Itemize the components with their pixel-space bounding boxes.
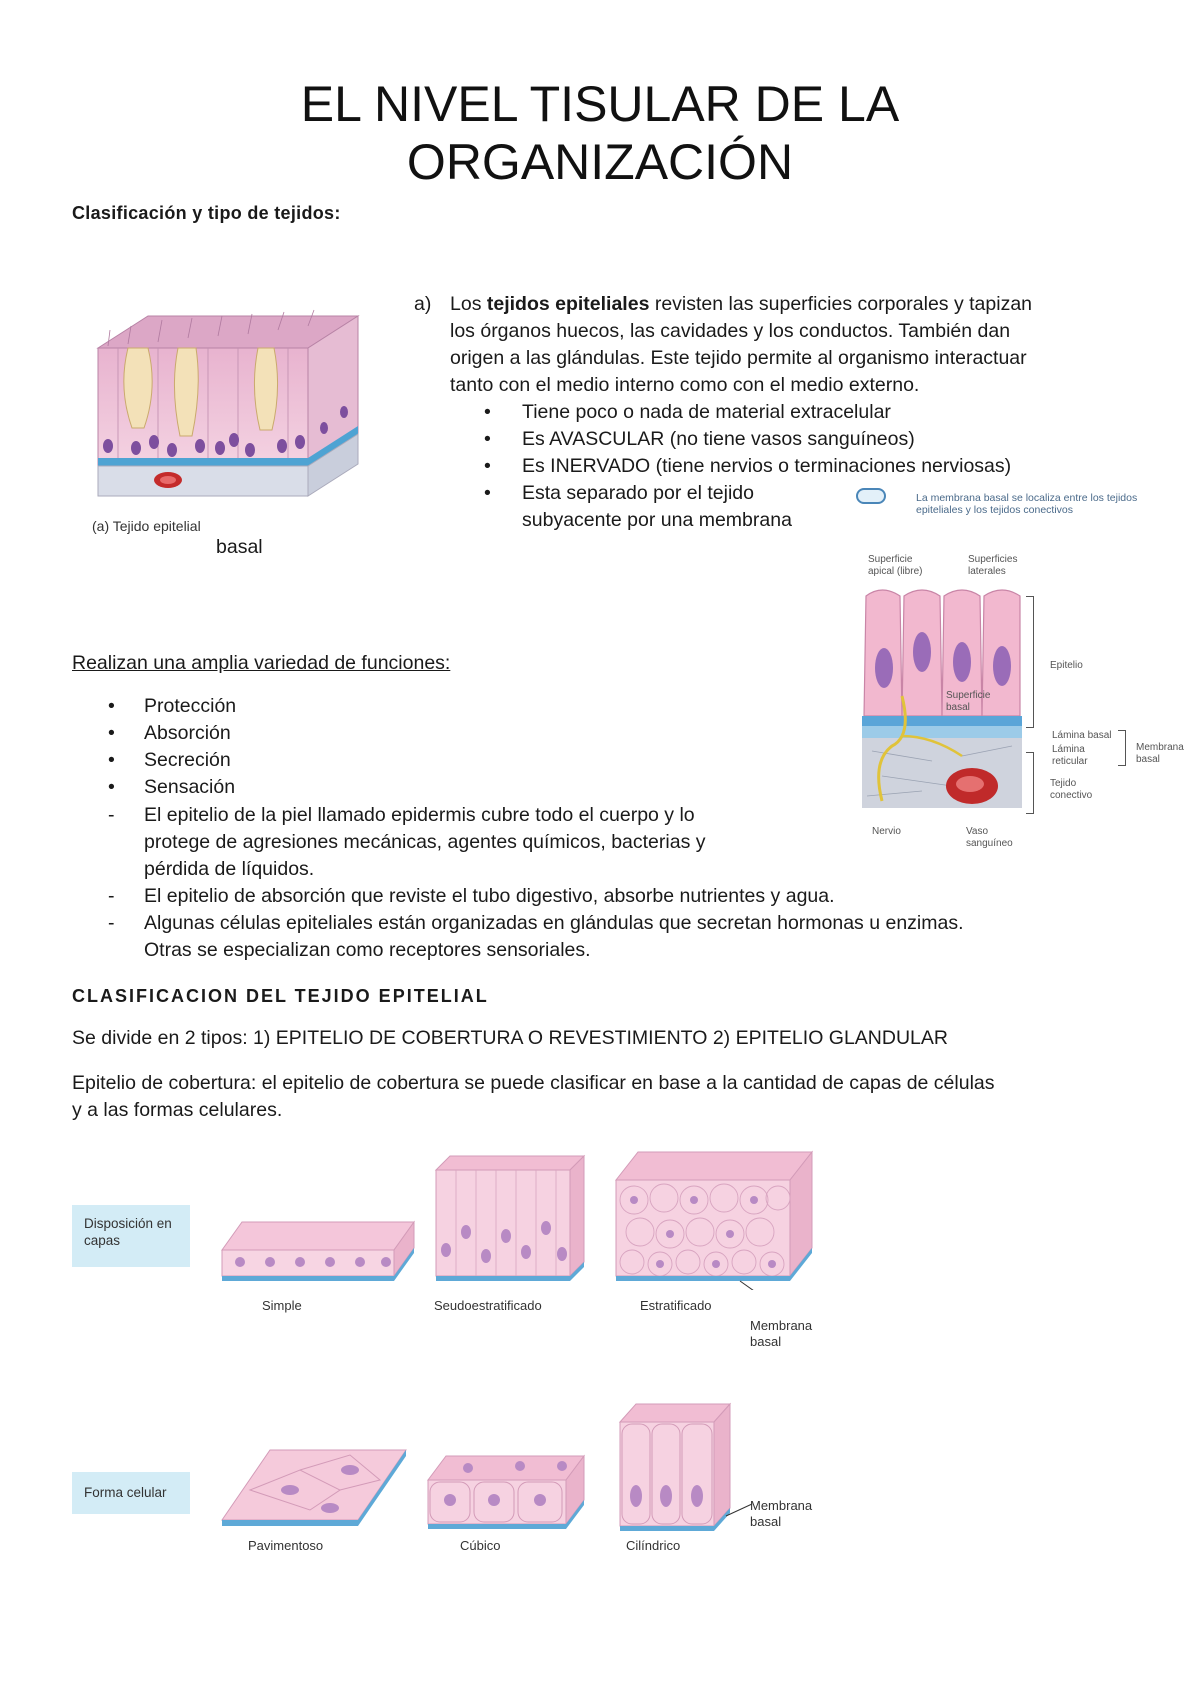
section-heading-epithelial-classification: CLASIFICACION DEL TEJIDO EPITELIAL [72,986,489,1006]
section-heading-classification: Clasificación y tipo de tejidos: [72,203,341,223]
bracket-epitelio [1026,596,1034,728]
para-a-line-3: origen a las glándulas. Este tejido perm… [450,347,1027,369]
para-a-continuation: basal [216,536,263,558]
epithelial-tissue-figure [96,309,360,497]
basement-membrane-figure [862,589,1022,808]
function-item-1: Protección [144,695,237,717]
dash-marker: - [108,885,115,907]
figure-membrane-icon [856,488,886,504]
shapes-label-cuboidal: Cúbico [460,1538,501,1553]
page-title-line-2: ORGANIZACIÓN [406,134,794,190]
shapes-label-squamous: Pavimentoso [248,1538,324,1553]
cobertura-line-1: Epitelio de cobertura: el epitelio de co… [72,1072,995,1094]
dash-marker: - [108,804,115,826]
bullet-dot: • [108,722,115,744]
layers-figure [221,1150,814,1290]
para-a-line-1: Los tejidos epiteliales revisten las sup… [450,293,1033,315]
figure-membrane-header: La membrana basal se localiza entre los … [916,492,1138,516]
layers-label-stratified: Estratificado [640,1298,712,1313]
para-a-line-2: los órganos huecos, las cavidades y los … [450,320,1011,342]
layers-label-box: Disposición en capas [72,1205,190,1267]
label-lateral-surfaces: Superficies laterales [968,554,1018,577]
page-title-line-1: EL NIVEL TISULAR DE LA [300,76,900,132]
label-membrana-basal: Membrana basal [1136,742,1184,765]
para-a-marker: a) [414,293,432,315]
bullet-dot: • [108,749,115,771]
function-dash-2: El epitelio de absorción que reviste el … [144,885,835,907]
function-item-3: Secreción [144,749,231,771]
function-item-2: Absorción [144,722,231,744]
para-a-bullet-2: Es AVASCULAR (no tiene vasos sanguíneos) [522,428,915,450]
function-dash-3-line-1: Algunas células epiteliales están organi… [144,912,964,934]
cobertura-line-2: y a las formas celulares. [72,1099,283,1121]
dash-marker: - [108,912,115,934]
bullet-dot: • [484,401,491,423]
shapes-label-box: Forma celular [72,1472,190,1514]
para-a-bullet-4-cont: subyacente por una membrana [522,509,792,531]
function-dash-3-line-2: Otras se especializan como receptores se… [144,939,591,961]
bullet-dot: • [484,455,491,477]
bullet-dot: • [108,695,115,717]
shapes-label-columnar: Cilíndrico [626,1538,681,1553]
label-basal-surface: Superficie basal [946,690,991,713]
label-epitelio: Epitelio [1050,660,1083,671]
figure-a-caption: (a) Tejido epitelial [92,518,201,534]
function-dash-1-line-2: protege de agresiones mecánicas, agentes… [144,831,706,853]
label-nervio: Nervio [872,826,901,837]
shapes-figure [221,1402,753,1531]
para-a-bullet-4: Esta separado por el tejido [522,482,754,504]
function-dash-1-line-3: pérdida de líquidos. [144,858,315,880]
function-item-4: Sensación [144,776,236,798]
label-tejido-conectivo: Tejido conectivo [1050,778,1093,801]
function-dash-1-line-1: El epitelio de la piel llamado epidermis… [144,804,695,826]
label-apical-surface: Superficie apical (libre) [868,554,923,577]
layers-label-membrane: Membrana basal [750,1318,813,1349]
para-a-line-4: tanto con el medio interno como con el m… [450,374,920,396]
label-vaso: Vaso sanguíneo [966,826,1013,849]
functions-heading: Realizan una amplia variedad de funcione… [72,652,451,674]
shapes-label-membrane: Membrana basal [750,1498,813,1529]
types-line: Se divide en 2 tipos: 1) EPITELIO DE COB… [72,1027,948,1049]
para-a-bullet-3: Es INERVADO (tiene nervios o terminacion… [522,455,1012,477]
bracket-conectivo [1026,752,1034,814]
bullet-dot: • [484,428,491,450]
bullet-dot: • [484,482,491,504]
bullet-dot: • [108,776,115,798]
para-a-bullet-1: Tiene poco o nada de material extracelul… [522,401,891,423]
label-lamina-reticular: Lámina reticular [1052,744,1088,767]
layers-label-pseudostratified: Seudoestratificado [434,1298,542,1313]
label-lamina-basal: Lámina basal [1052,730,1112,741]
layers-label-simple: Simple [262,1298,302,1313]
bracket-membrana [1118,730,1126,766]
